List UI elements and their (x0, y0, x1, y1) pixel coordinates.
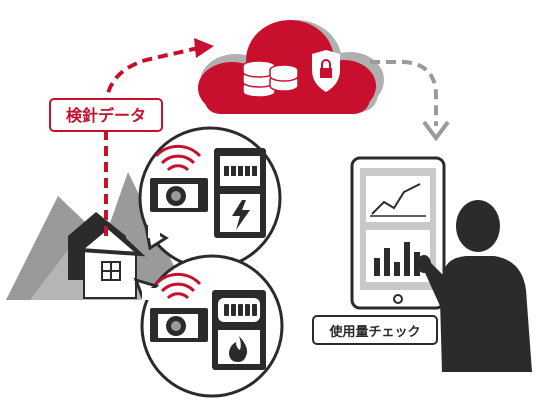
bar-chart-panel (366, 230, 430, 282)
gas-meter (212, 290, 266, 370)
electric-meter-bubble (138, 126, 282, 270)
flame-icon (229, 336, 248, 362)
line-chart-panel (366, 176, 430, 222)
shield-lock-icon (312, 50, 340, 92)
tablet-icon (350, 156, 446, 310)
database-icon (242, 60, 299, 98)
usage-check-tag: 使用量チェック (312, 315, 438, 345)
house-icon (68, 212, 146, 299)
electric-meter (214, 148, 266, 238)
smart-meter-device (150, 178, 208, 212)
meter-data-label: 検針データ (66, 106, 146, 125)
lightning-icon (232, 200, 250, 230)
house-window (101, 261, 121, 281)
wifi-signal-icon (154, 144, 202, 172)
smart-meter-device (150, 308, 208, 342)
meter-data-tag: 検針データ (49, 98, 163, 132)
wifi-signal-icon (154, 272, 202, 300)
download-arrow (370, 60, 450, 142)
gas-meter-bubble (133, 254, 284, 398)
person-icon (417, 200, 532, 372)
usage-check-label: 使用量チェック (328, 324, 420, 340)
